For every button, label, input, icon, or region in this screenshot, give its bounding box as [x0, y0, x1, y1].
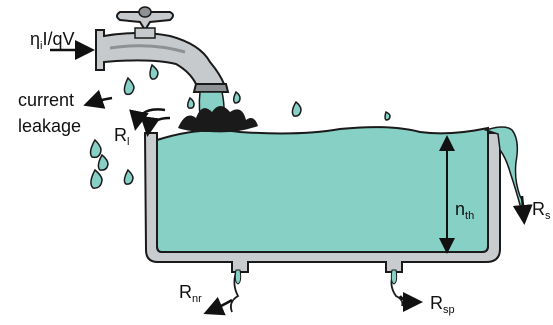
- pump-label: ηiI/qV: [30, 30, 75, 52]
- drain-drip-right: [391, 270, 396, 284]
- rnr-label: Rnr: [179, 283, 202, 305]
- rs-arrow: [522, 196, 524, 220]
- splash: [178, 106, 258, 132]
- rl-label: Rl: [114, 126, 129, 148]
- nth-label: nth: [455, 200, 474, 222]
- current-leakage-arrow: [88, 98, 112, 104]
- rl-arrow-second: [148, 118, 170, 132]
- current-leakage-label: current leakage: [18, 87, 81, 139]
- water-body: [157, 127, 488, 252]
- drain-drip-left: [235, 270, 240, 284]
- rnr-arrow: [208, 300, 232, 312]
- rs-label: Rs: [532, 200, 551, 222]
- rsp-label: Rsp: [430, 294, 455, 316]
- faucet-icon: [96, 7, 228, 92]
